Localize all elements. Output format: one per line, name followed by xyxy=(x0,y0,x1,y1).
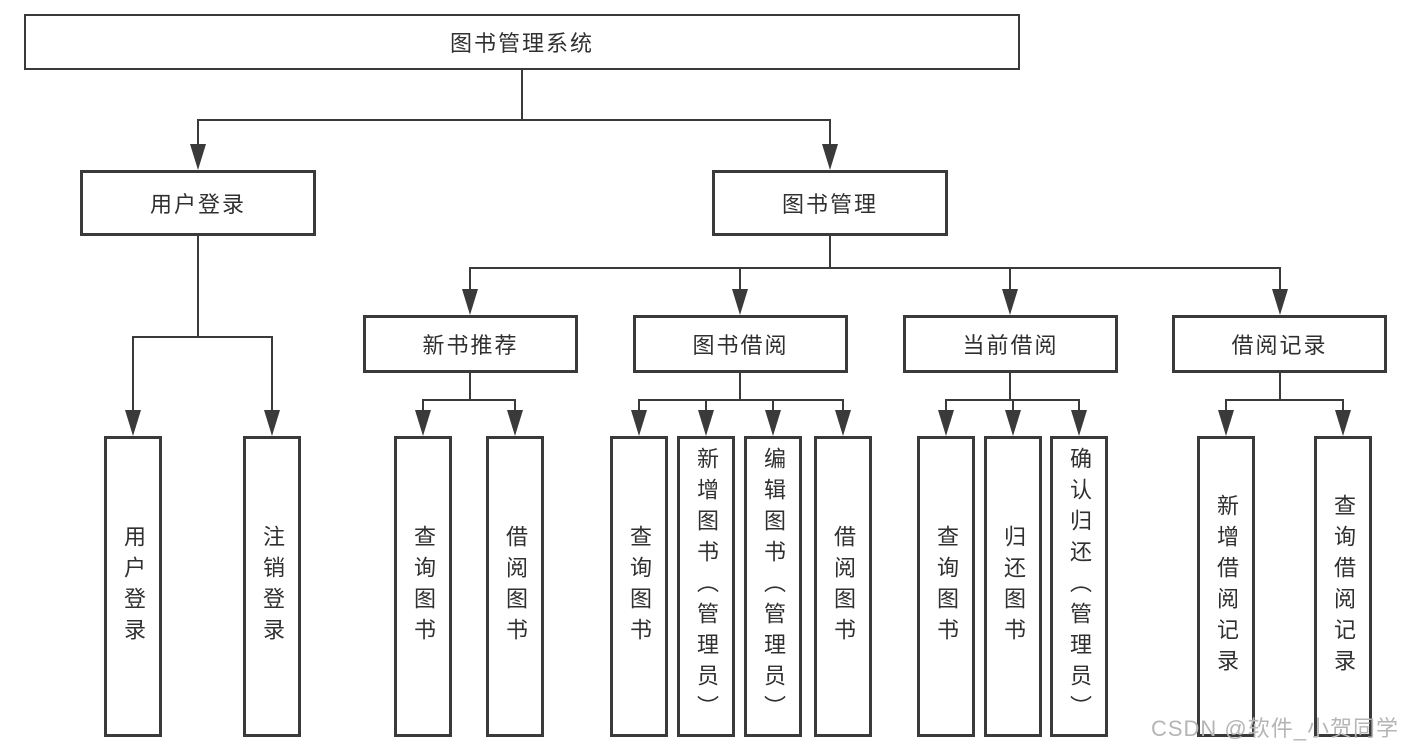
connector-line xyxy=(1225,399,1344,401)
node-new-book-recommend: 新书推荐 xyxy=(363,315,578,373)
arrowhead-icon xyxy=(1272,289,1288,315)
connector-line xyxy=(829,236,831,269)
connector-line xyxy=(1009,267,1011,291)
node-book-borrowing: 图书借阅 xyxy=(633,315,848,373)
node-book-management-label: 图书管理 xyxy=(781,192,878,217)
arrowhead-icon xyxy=(415,410,431,436)
connector-line xyxy=(1225,399,1227,412)
arrowhead-icon xyxy=(1002,289,1018,315)
arrowhead-icon xyxy=(822,144,838,170)
connector-line xyxy=(422,399,424,412)
leaf-edit-book-admin-label: 编辑图书（管理员） xyxy=(761,447,786,726)
node-current-borrowing: 当前借阅 xyxy=(903,315,1118,373)
node-user-login: 用户登录 xyxy=(80,170,316,236)
leaf-query-book-recommend-label: 查询图书 xyxy=(411,524,436,649)
arrowhead-icon xyxy=(190,144,206,170)
connector-line xyxy=(638,399,844,401)
node-user-login-label: 用户登录 xyxy=(149,192,246,217)
connector-line xyxy=(1009,373,1011,401)
node-borrow-records-label: 借阅记录 xyxy=(1231,333,1328,358)
connector-line xyxy=(422,399,516,401)
node-borrow-records: 借阅记录 xyxy=(1172,315,1387,373)
leaf-query-book-current-label: 查询图书 xyxy=(934,524,959,649)
arrowhead-icon xyxy=(1335,410,1351,436)
connector-line xyxy=(945,399,947,412)
node-root-label: 图书管理系统 xyxy=(449,31,594,56)
leaf-query-book-borrowing: 查询图书 xyxy=(610,436,668,737)
leaf-confirm-return-admin: 确认归还（管理员） xyxy=(1050,436,1108,737)
node-book-borrowing-label: 图书借阅 xyxy=(692,333,789,358)
leaf-query-borrow-record-label: 查询借阅记录 xyxy=(1331,493,1356,680)
arrowhead-icon xyxy=(125,410,141,436)
arrowhead-icon xyxy=(938,410,954,436)
csdn-watermark: CSDN @软件_小贺同学 xyxy=(1150,716,1399,741)
arrowhead-icon xyxy=(631,410,647,436)
leaf-confirm-return-admin-label: 确认归还（管理员） xyxy=(1067,447,1092,726)
node-new-book-recommend-label: 新书推荐 xyxy=(422,333,519,358)
connector-line xyxy=(469,373,471,401)
connector-line xyxy=(514,399,516,412)
leaf-user-login: 用户登录 xyxy=(104,436,162,737)
leaf-add-borrow-record-label: 新增借阅记录 xyxy=(1214,493,1239,680)
arrowhead-icon xyxy=(765,410,781,436)
leaf-borrow-book: 借阅图书 xyxy=(814,436,872,737)
connector-line xyxy=(1279,373,1281,401)
connector-line xyxy=(1078,399,1080,412)
connector-line xyxy=(829,119,831,146)
connector-line xyxy=(469,267,471,291)
leaf-add-book-admin-label: 新增图书（管理员） xyxy=(694,447,719,726)
leaf-query-book-current: 查询图书 xyxy=(917,436,975,737)
leaf-query-borrow-record: 查询借阅记录 xyxy=(1314,436,1372,737)
arrowhead-icon xyxy=(507,410,523,436)
leaf-return-book: 归还图书 xyxy=(984,436,1042,737)
arrowhead-icon xyxy=(835,410,851,436)
node-current-borrowing-label: 当前借阅 xyxy=(962,333,1059,358)
connector-line xyxy=(638,399,640,412)
leaf-edit-book-admin: 编辑图书（管理员） xyxy=(744,436,802,737)
leaf-user-login-label: 用户登录 xyxy=(121,524,146,649)
leaf-query-book-recommend: 查询图书 xyxy=(394,436,452,737)
leaf-borrow-book-recommend: 借阅图书 xyxy=(486,436,544,737)
connector-line xyxy=(705,399,707,412)
connector-line xyxy=(1012,399,1014,412)
connector-line xyxy=(469,267,1281,269)
connector-line xyxy=(271,336,273,412)
connector-line xyxy=(739,373,741,401)
connector-line xyxy=(1279,267,1281,291)
leaf-add-book-admin: 新增图书（管理员） xyxy=(677,436,735,737)
arrowhead-icon xyxy=(264,410,280,436)
leaf-query-book-borrowing-label: 查询图书 xyxy=(627,524,652,649)
leaf-add-borrow-record: 新增借阅记录 xyxy=(1197,436,1255,737)
arrowhead-icon xyxy=(1218,410,1234,436)
arrowhead-icon xyxy=(698,410,714,436)
connector-line xyxy=(772,399,774,412)
leaf-logout-label: 注销登录 xyxy=(260,524,285,649)
connector-line xyxy=(132,336,134,412)
node-book-management: 图书管理 xyxy=(712,170,948,236)
node-root-library-system: 图书管理系统 xyxy=(24,14,1020,70)
connector-line xyxy=(132,336,273,338)
connector-line xyxy=(197,119,199,146)
arrowhead-icon xyxy=(462,289,478,315)
leaf-borrow-book-recommend-label: 借阅图书 xyxy=(503,524,528,649)
connector-line xyxy=(842,399,844,412)
leaf-logout: 注销登录 xyxy=(243,436,301,737)
connector-line xyxy=(1342,399,1344,412)
arrowhead-icon xyxy=(732,289,748,315)
arrowhead-icon xyxy=(1005,410,1021,436)
connector-line xyxy=(197,119,831,121)
connector-line xyxy=(739,267,741,291)
leaf-return-book-label: 归还图书 xyxy=(1001,524,1026,649)
connector-line xyxy=(521,70,523,121)
connector-line xyxy=(197,236,199,338)
leaf-borrow-book-label: 借阅图书 xyxy=(831,524,856,649)
arrowhead-icon xyxy=(1071,410,1087,436)
